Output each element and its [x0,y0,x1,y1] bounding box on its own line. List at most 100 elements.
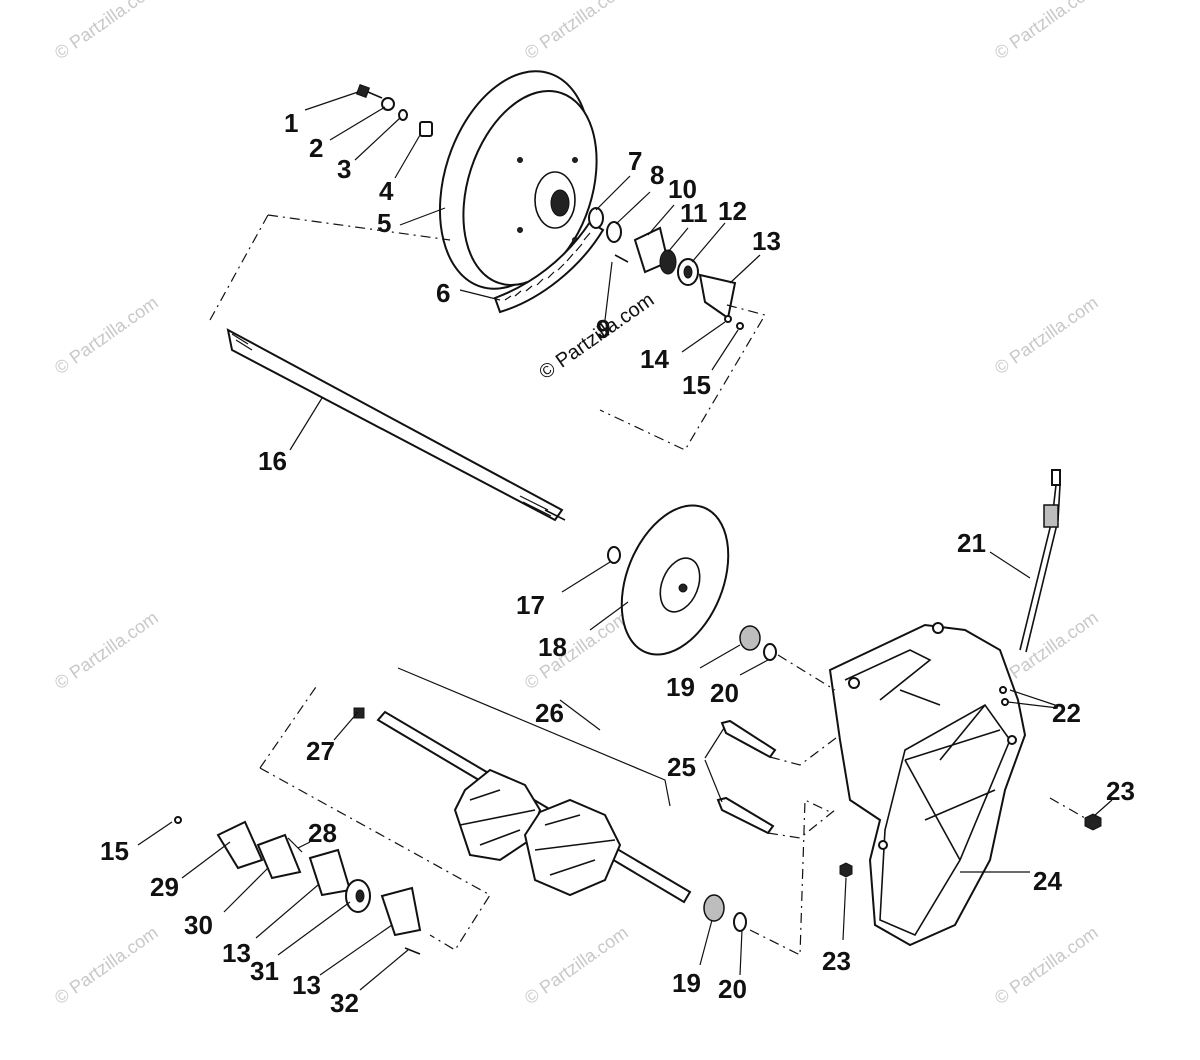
callout-14: 14 [640,344,669,374]
upper-sprocket-assembly [209,70,766,451]
callout-31: 31 [250,956,279,986]
callout-7: 7 [628,146,642,176]
callout-13-lower: 13 [222,938,251,968]
bearing-flange [698,273,737,320]
brake-disc-center [678,583,688,593]
o-ring [733,912,747,932]
callout-17: 17 [516,590,545,620]
mounting-hole [1007,735,1017,745]
flange-bolt [404,947,421,955]
track-driver [523,798,622,897]
sprocket-hub-ring [534,171,576,229]
callout-15: 15 [682,370,711,400]
callout-19-lower: 19 [672,968,701,998]
set-screw [353,707,365,719]
sprocket-hole [517,227,523,233]
callout-10: 10 [668,174,697,204]
o-ring [763,643,777,661]
bolt-guide [767,734,841,839]
callout-15-lower: 15 [100,836,129,866]
callout-5: 5 [377,208,391,238]
seal-guide-upper [777,654,836,691]
bearing-stack-boundary [259,683,491,951]
callout-22: 22 [1052,698,1081,728]
bearing-flange-outer [216,820,264,870]
track-driver-teeth [459,789,536,846]
seal-guide [749,799,831,956]
drive-shaft [226,328,566,522]
callout-19: 19 [666,672,695,702]
flat-washer [606,221,622,243]
watermark: © Partzilla.com [521,922,632,1008]
drive-shaft-end [544,509,566,521]
hex-nut [839,862,853,878]
washer [724,315,732,323]
callout-24: 24 [1033,866,1062,896]
brake-disc [620,504,730,656]
callout-4: 4 [379,176,394,206]
chaincase-body [828,623,1027,947]
mounting-bolt [720,719,777,759]
washer-small [1001,698,1009,706]
oil-seal [739,625,761,651]
watermark: © Partzilla.com [51,607,162,693]
o-ring-small [999,686,1007,694]
bearing-center [683,265,693,279]
callout-9: 9 [596,314,610,344]
callout-6: 6 [436,278,450,308]
assembly-boundary [209,214,766,451]
nut [736,322,744,330]
callout-3: 3 [337,154,351,184]
chaincase-housing [716,469,1102,947]
callout-18: 18 [538,632,567,662]
watermark: © Partzilla.com [51,0,162,63]
callout-21: 21 [957,528,986,558]
leader-lines [137,91,1113,991]
callout-29: 29 [150,872,179,902]
callout-25: 25 [667,752,696,782]
callout-20-lower: 20 [718,974,747,1004]
sprocket-bearing [659,249,677,275]
watermark: © Partzilla.com [521,0,632,63]
speedometer-fitting [1043,504,1059,528]
watermark: © Partzilla.com [991,922,1102,1008]
mounting-hole [878,840,888,850]
hex-nut [1084,813,1102,831]
bolt [355,83,371,99]
mounting-hole [848,677,860,689]
bearing-flange-gasket [256,833,302,880]
lower-driveshaft-assembly [174,654,836,956]
callout-13-inner: 13 [292,970,321,1000]
spacer [419,121,433,137]
callout-28: 28 [308,818,337,848]
bolt-shank [367,91,383,99]
callout-23-lower: 23 [822,946,851,976]
callout-1: 1 [284,108,298,138]
drive-chain-links [504,232,591,301]
watermark: © Partzilla.com [991,0,1102,63]
callout-30: 30 [184,910,213,940]
sprocket-hub [550,189,570,217]
drive-shaft-body [226,328,564,522]
callout-20: 20 [710,678,739,708]
mounting-hole [932,622,944,634]
track-driver [453,768,542,862]
drive-chain [493,220,605,314]
bearing-flange-inner [380,886,422,937]
stud [287,837,303,853]
callout-2: 2 [309,133,323,163]
callout-8: 8 [650,160,664,190]
assembly-bracket [397,667,671,807]
drive-shaft-spline [231,333,552,517]
nut-guide [1049,797,1086,819]
flange-bolt [614,254,629,263]
spacer-washer [588,207,604,229]
lock-washer [398,109,408,121]
speedometer-sensor [1051,469,1061,486]
callout-32: 32 [330,988,359,1018]
watermark: © Partzilla.com [51,922,162,1008]
brake-disc-hub [659,557,701,613]
callout-26: 26 [535,698,564,728]
callout-16: 16 [258,446,287,476]
